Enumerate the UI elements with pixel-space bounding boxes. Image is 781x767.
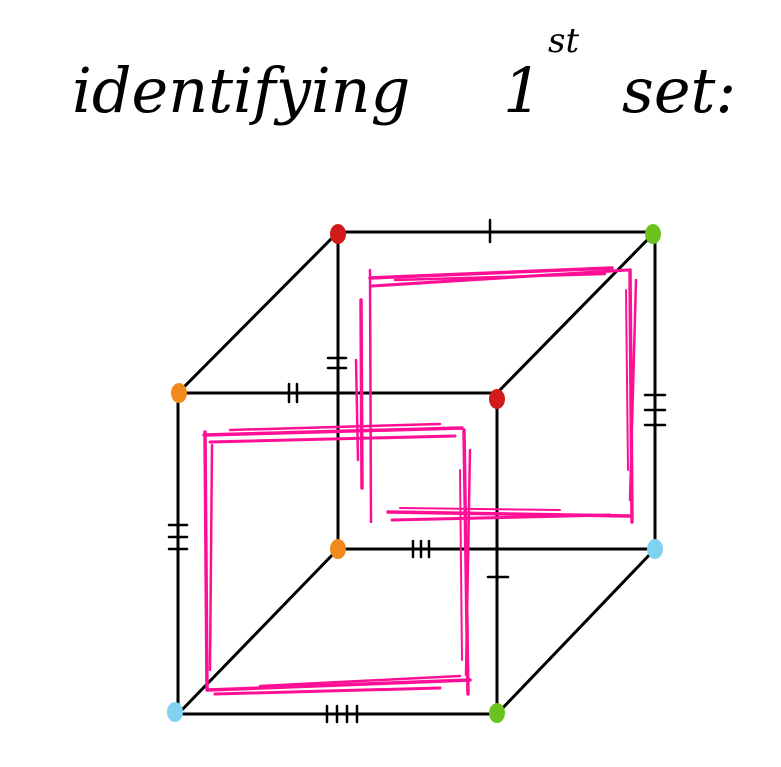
vertex-back-top-right — [645, 224, 661, 244]
ticks-back-bottom — [411, 539, 431, 559]
vertex-back-bottom-right — [647, 539, 663, 559]
vertex-front-top-left — [171, 383, 187, 403]
ticks-back-left — [326, 356, 348, 370]
edge-connect-bottom-left — [176, 547, 340, 716]
vertex-back-top-left — [330, 224, 346, 244]
ticks-front-top — [287, 382, 299, 404]
highlight-back-loop — [354, 266, 638, 524]
cube-vertices — [167, 224, 663, 723]
heading-ordinal-number: 1 — [503, 54, 542, 127]
heading-main: identifying — [72, 54, 410, 127]
edge-connect-top-left — [176, 230, 340, 395]
ticks-back-right — [643, 393, 667, 427]
vertex-front-bottom-right — [489, 703, 505, 723]
edge-connect-top-right — [495, 230, 657, 395]
highlight-front-loop — [202, 422, 472, 696]
heading-ordinal-suffix: st — [548, 21, 579, 61]
ticks-front-bottom — [325, 704, 359, 724]
vertex-front-bottom-left — [167, 702, 183, 722]
vertex-back-bottom-left — [330, 539, 346, 559]
highlighted-set — [202, 266, 638, 696]
heading-tail: set: — [622, 54, 736, 127]
heading: identifying 1 st set: — [72, 21, 736, 127]
edge-connect-bottom-right — [495, 547, 657, 716]
cube-edges — [176, 230, 657, 716]
vertex-front-top-right — [489, 389, 505, 409]
ticks-front-left — [167, 523, 189, 551]
tick-marks — [167, 218, 667, 724]
